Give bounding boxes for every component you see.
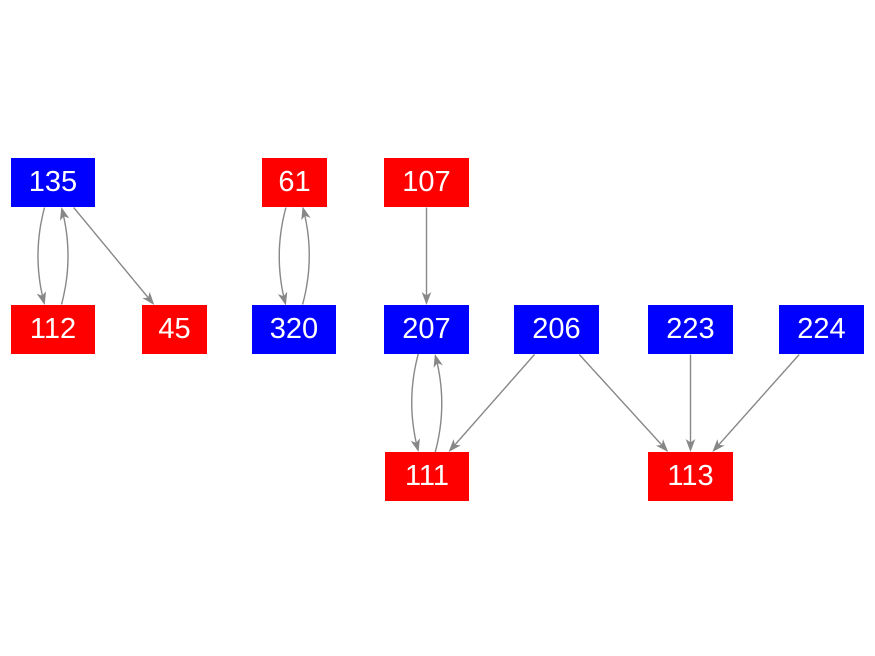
edge-320-to-61: [301, 206, 311, 305]
arrowhead-icon: [410, 438, 420, 452]
edge-line-61-320: [278, 207, 287, 297]
edge-111-to-207: [433, 354, 443, 453]
graph-node-135[interactable]: 135: [11, 158, 95, 207]
arrowhead-icon: [655, 439, 669, 452]
arrowhead-icon: [60, 207, 70, 221]
edge-line-112-135: [60, 215, 69, 305]
graph-node-207[interactable]: 207: [384, 305, 469, 354]
graph-node-45[interactable]: 45: [142, 305, 207, 354]
arrowhead-icon: [685, 439, 696, 452]
graph-node-224[interactable]: 224: [779, 305, 864, 354]
edge-107-to-207: [421, 207, 432, 305]
graph-node-61[interactable]: 61: [262, 158, 327, 207]
edge-line-320-61: [301, 215, 310, 305]
edge-line-111-207: [434, 362, 443, 453]
edge-206-to-113: [578, 354, 669, 452]
edge-line-206-113: [578, 354, 663, 446]
graph-node-206[interactable]: 206: [514, 305, 599, 354]
edge-line-206-111: [454, 354, 536, 446]
arrowhead-icon: [142, 291, 155, 305]
edge-223-to-113: [685, 354, 696, 452]
graph-node-111[interactable]: 111: [385, 452, 469, 501]
edge-207-to-111: [410, 353, 420, 452]
arrowhead-icon: [433, 354, 443, 368]
edge-112-to-135: [60, 207, 70, 305]
arrowhead-icon: [36, 291, 46, 305]
arrowhead-icon: [301, 206, 311, 221]
graph-node-113[interactable]: 113: [648, 452, 733, 501]
arrowhead-icon: [712, 439, 725, 452]
graph-node-107[interactable]: 107: [384, 158, 469, 207]
edge-224-to-113: [712, 354, 800, 452]
graph-node-112[interactable]: 112: [11, 305, 95, 354]
edge-line-224-113: [717, 354, 800, 446]
arrowhead-icon: [277, 291, 288, 306]
edge-135-to-45: [73, 207, 155, 305]
edge-line-207-111: [411, 353, 419, 444]
edge-line-135-112: [37, 207, 46, 297]
edge-206-to-111: [448, 354, 536, 452]
arrowhead-icon: [448, 439, 461, 452]
edge-line-135-45: [73, 207, 149, 299]
arrowhead-icon: [421, 292, 432, 305]
edge-135-to-112: [36, 207, 46, 305]
graph-node-320[interactable]: 320: [252, 305, 336, 354]
edge-61-to-320: [277, 207, 288, 306]
graph-node-223[interactable]: 223: [648, 305, 733, 354]
